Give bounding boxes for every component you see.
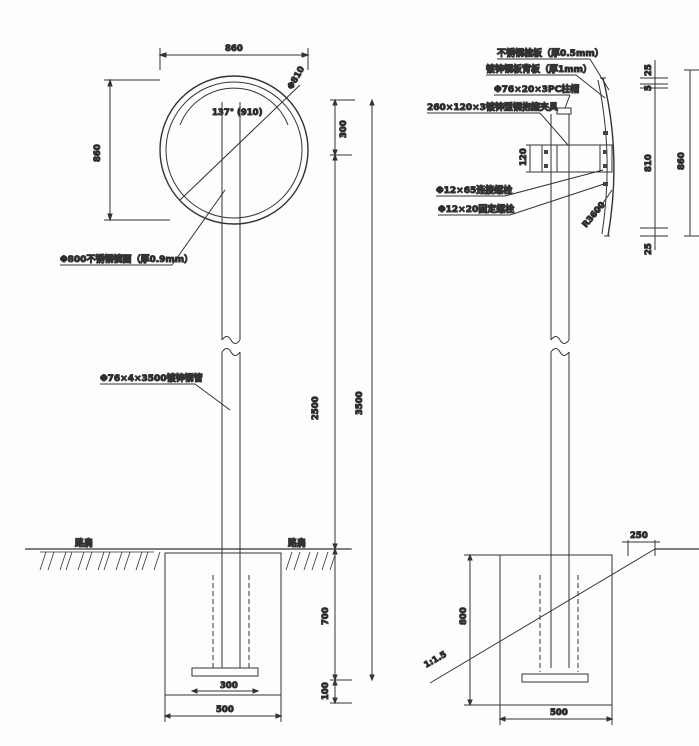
bolt2-label: Φ12×20固定螺栓 xyxy=(438,203,514,215)
base-text: 100 xyxy=(321,682,331,700)
backplate-profile xyxy=(597,79,608,235)
mirror-profile xyxy=(602,77,615,237)
base-plate xyxy=(191,667,259,677)
slope-line xyxy=(429,548,656,684)
side-footing xyxy=(499,554,613,706)
backplate-label: 镀锌钢板背板（厚1mm） xyxy=(486,63,592,75)
mid-seg-text: 2500 xyxy=(311,396,321,420)
diameter-text: Φ810 xyxy=(286,65,307,92)
mirror-outer xyxy=(159,75,309,225)
side-break-upper xyxy=(550,336,570,344)
front-view: 860 860 137° (910) Φ810 Φ800不锈钢镜面（厚0.9mm… xyxy=(25,44,375,722)
front-height-text: 860 xyxy=(93,144,103,162)
dim-810: 810 xyxy=(644,154,654,172)
clamp-height-text: 120 xyxy=(519,148,529,166)
break-lower xyxy=(221,348,241,356)
side-base-plate xyxy=(521,673,589,683)
footing-inner-text: 300 xyxy=(220,681,238,691)
depth-text: 800 xyxy=(459,607,469,625)
bolt1-label: Φ12×65连接螺栓 xyxy=(436,184,512,196)
cap-label: Φ76×20×3PC柱帽 xyxy=(494,83,579,95)
front-footing xyxy=(164,552,282,696)
shoulder-right: 路肩 xyxy=(288,537,306,549)
dim-860: 860 xyxy=(677,152,687,170)
side-view: 不锈钢楂板（厚0.5mm） 镀锌钢板背板（厚1mm） Φ76×20×3PC柱帽 … xyxy=(422,47,699,725)
embed-text: 700 xyxy=(321,607,331,625)
break-upper xyxy=(221,336,241,344)
total-text: 3500 xyxy=(355,391,365,415)
dim-25-bot: 25 xyxy=(644,243,654,255)
dim-5: 5 xyxy=(644,85,654,91)
offset-text: 250 xyxy=(630,531,648,541)
angle-text: 137° (910) xyxy=(212,108,263,118)
clamp-bracket xyxy=(541,144,613,173)
shoulder-left: 路肩 xyxy=(75,537,93,549)
slope-text: 1:1.5 xyxy=(423,650,449,671)
front-width-text: 860 xyxy=(225,44,243,54)
mirror-label: Φ800不锈钢镜面（厚0.9mm） xyxy=(60,253,193,265)
ground-hatching xyxy=(39,551,337,571)
mirror-inner xyxy=(165,81,303,219)
top-seg-text: 300 xyxy=(339,120,349,138)
footing-width-text: 500 xyxy=(216,705,234,715)
pole-cap xyxy=(556,107,572,115)
clamp-bolts xyxy=(544,131,608,186)
angle-arc xyxy=(179,87,289,126)
clamp-label: 260×120×3镀锌型钢抱箍夹具 xyxy=(427,101,558,113)
stiffener-label: 不锈钢楂板（厚0.5mm） xyxy=(497,47,604,59)
side-footing-width-text: 500 xyxy=(550,708,568,718)
pipe-label: Φ76×4×3500镀锌钢管 xyxy=(100,372,203,384)
side-break-lower xyxy=(550,348,570,356)
dim-25-top: 25 xyxy=(644,64,654,76)
